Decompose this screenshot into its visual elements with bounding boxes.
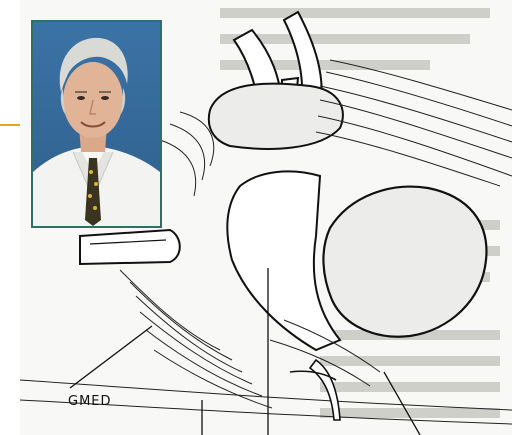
portrait-image (33, 22, 160, 226)
left-margin (0, 0, 20, 435)
gmed-label: GMED (68, 394, 112, 409)
portrait-photo (31, 20, 162, 228)
